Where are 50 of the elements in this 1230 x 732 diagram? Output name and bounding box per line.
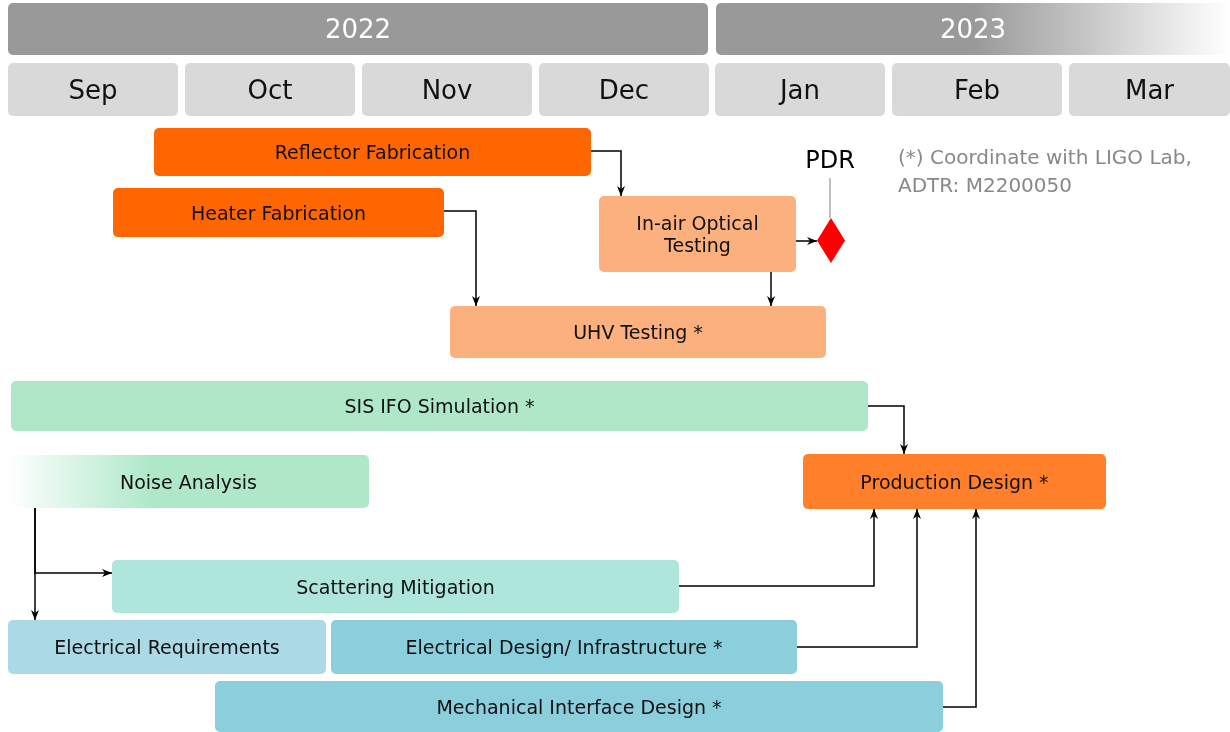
- bar-label: PDR: [804, 146, 856, 174]
- bar-label: Dec: [597, 74, 651, 105]
- bar-label: Nov: [420, 74, 474, 105]
- month-cell: [185, 63, 355, 116]
- bar-label: 2022: [323, 14, 393, 44]
- bar-label: UHV Testing *: [572, 321, 704, 343]
- task-bar: [11, 381, 868, 431]
- arrow: [31, 507, 39, 621]
- bar-label: Feb: [952, 74, 1001, 105]
- task-bar: [113, 188, 444, 237]
- bar-label: Scattering Mitigation: [295, 575, 496, 598]
- arrow: [443, 210, 480, 307]
- task-bar: [8, 620, 326, 674]
- bar-label: Production Design *: [859, 470, 1050, 493]
- arrow: [942, 508, 980, 708]
- arrow: [590, 150, 625, 197]
- month-cell: [1069, 63, 1230, 116]
- month-cell: [539, 63, 709, 116]
- arrow: [795, 237, 818, 245]
- bar-label: Reflector Fabrication: [273, 141, 472, 163]
- task-bar: [215, 681, 943, 732]
- task-bar: [803, 454, 1106, 509]
- bar-label: Mar: [1123, 74, 1176, 105]
- bar-label: Heater Fabrication: [189, 201, 368, 224]
- arrow: [767, 271, 775, 307]
- arrow: [867, 405, 908, 455]
- task-bar: [154, 128, 591, 176]
- task-bar: [112, 560, 679, 613]
- year-band: [8, 3, 708, 55]
- bar-label: Electrical Design/ Infrastructure *: [404, 636, 724, 658]
- task-bar: [450, 306, 826, 358]
- month-cell: [715, 63, 885, 116]
- month-cell: [8, 63, 178, 116]
- bar-label: SIS IFO Simulation *: [343, 395, 536, 417]
- bar-label: Jan: [777, 74, 822, 105]
- footnote: (*) Coordinate with LIGO Lab, ADTR: M2200050: [898, 144, 1193, 199]
- bar-label: 2023: [938, 14, 1008, 44]
- bar-label: Sep: [67, 74, 119, 105]
- arrow: [678, 508, 878, 587]
- bar-label: Mechanical Interface Design *: [435, 695, 723, 718]
- bar-label: Noise Analysis: [119, 470, 258, 493]
- bar-label: Oct: [246, 74, 294, 105]
- month-cell: [892, 63, 1062, 116]
- arrow: [796, 508, 921, 648]
- bar-label: Electrical Requirements: [53, 636, 281, 658]
- bar-label: In-air Optical Testing: [635, 212, 760, 256]
- leader-line: [829, 177, 831, 219]
- month-cell: [362, 63, 532, 116]
- task-bar: [331, 620, 797, 674]
- task-bar: [599, 196, 796, 272]
